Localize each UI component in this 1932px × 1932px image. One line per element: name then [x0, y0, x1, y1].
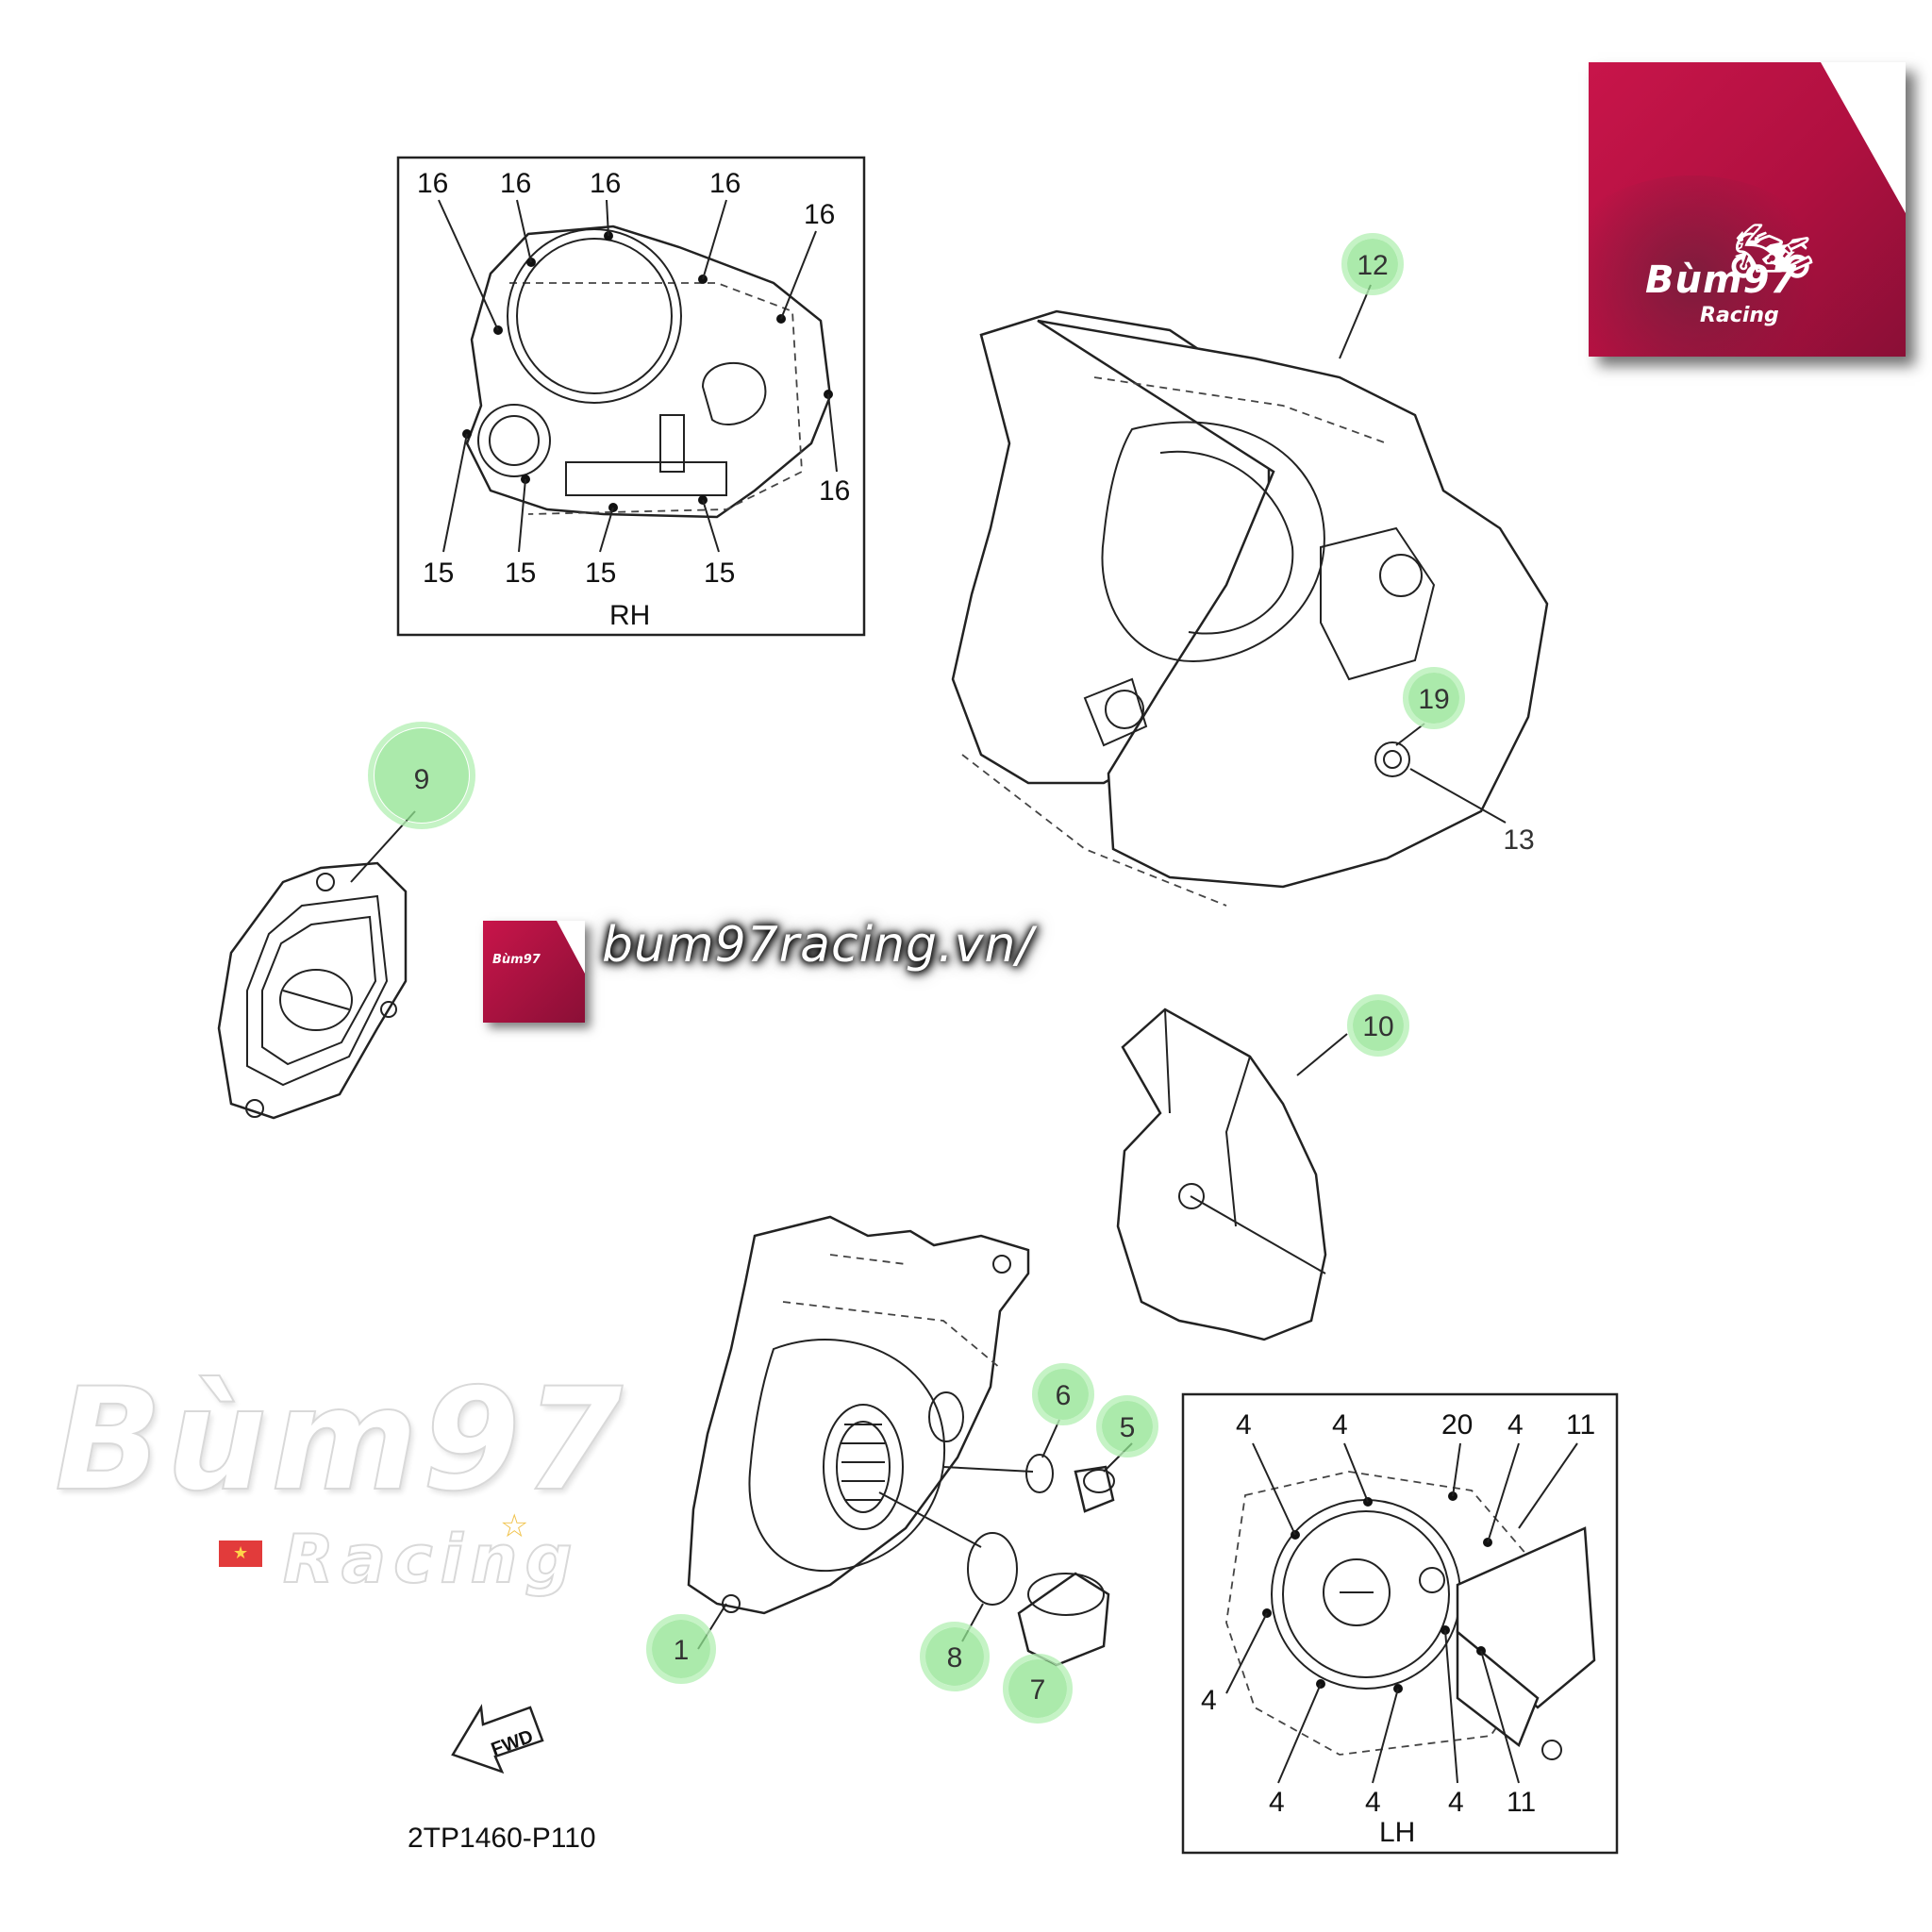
- vietnam-flag-icon: ★: [219, 1541, 262, 1567]
- motocross-rider-icon: 🏍: [1730, 214, 1814, 288]
- rh-label-15d: 15: [704, 558, 735, 589]
- svg-text:1: 1: [674, 1635, 690, 1666]
- watermark-sub: Racing: [282, 1520, 580, 1599]
- rh-label-16a: 16: [417, 168, 448, 199]
- lh-label-4d: 4: [1201, 1685, 1217, 1716]
- rh-label-15a: 15: [423, 558, 454, 589]
- callout-19: 19: [1403, 667, 1465, 729]
- lh-label-11b: 11: [1507, 1787, 1536, 1818]
- callout-9: 9: [368, 722, 475, 829]
- callout-8: 8: [920, 1622, 990, 1691]
- svg-text:10: 10: [1362, 1011, 1393, 1042]
- lh-label-11a: 11: [1566, 1409, 1595, 1441]
- rh-label-15c: 15: [585, 558, 616, 589]
- part-1-cover-assembly: [687, 1215, 1133, 1667]
- brand-logo-sub: Racing: [1700, 304, 1779, 327]
- lh-label-4c: 4: [1507, 1409, 1524, 1441]
- svg-text:6: 6: [1056, 1380, 1072, 1411]
- star-icon: ☆: [500, 1508, 529, 1544]
- rh-inset-title: RH: [609, 600, 650, 631]
- svg-text:19: 19: [1418, 684, 1449, 715]
- url-badge-name: Bùm97: [492, 953, 541, 967]
- lh-label-4a: 4: [1236, 1409, 1252, 1441]
- watermark-name: Bùm97: [54, 1357, 627, 1524]
- callout-6: 6: [1032, 1363, 1094, 1425]
- callout-7: 7: [1003, 1654, 1073, 1724]
- inset-rh: 16 16 16 16 16 16 15 15 15 15 RH: [396, 156, 866, 637]
- svg-text:7: 7: [1030, 1674, 1046, 1706]
- lh-inset-title: LH: [1379, 1817, 1415, 1848]
- callout-10: 10: [1347, 994, 1409, 1057]
- part-9-cover: [217, 810, 416, 1120]
- lh-label-20: 20: [1441, 1409, 1473, 1441]
- lh-label-4f: 4: [1365, 1787, 1381, 1818]
- fwd-arrow: FWD: [451, 1704, 544, 1774]
- part-code: 2TP1460-P110: [408, 1823, 596, 1854]
- brand-logo-name: Bùm97: [1645, 258, 1798, 302]
- rh-label-15b: 15: [505, 558, 536, 589]
- callout-13: 13: [1503, 824, 1534, 856]
- rh-label-16e: 16: [804, 199, 835, 230]
- crankcase-gasket-assembly: [951, 284, 1549, 907]
- svg-text:12: 12: [1357, 250, 1388, 281]
- part-10-shield: [1116, 1008, 1348, 1341]
- callout-5: 5: [1096, 1395, 1158, 1457]
- rh-label-16d: 16: [709, 168, 741, 199]
- rh-label-16b: 16: [500, 168, 531, 199]
- lh-label-4b: 4: [1332, 1409, 1348, 1441]
- callout-12: 12: [1341, 233, 1404, 295]
- svg-text:9: 9: [414, 764, 430, 795]
- website-url[interactable]: bum97racing.vn/: [602, 917, 1034, 974]
- rh-label-16f: 16: [819, 475, 850, 507]
- svg-text:8: 8: [947, 1642, 963, 1674]
- svg-text:5: 5: [1120, 1412, 1136, 1443]
- lh-label-4e: 4: [1269, 1787, 1285, 1818]
- rh-label-16c: 16: [590, 168, 621, 199]
- inset-lh: 4 4 20 4 11 4 4 4 4 11 LH: [1181, 1392, 1619, 1855]
- brand-logo-card: 🏍 Bùm97 Racing: [1589, 62, 1906, 357]
- callout-1: 1: [646, 1614, 716, 1684]
- url-badge-logo: Bùm97: [483, 921, 585, 1023]
- lh-label-4g: 4: [1448, 1787, 1464, 1818]
